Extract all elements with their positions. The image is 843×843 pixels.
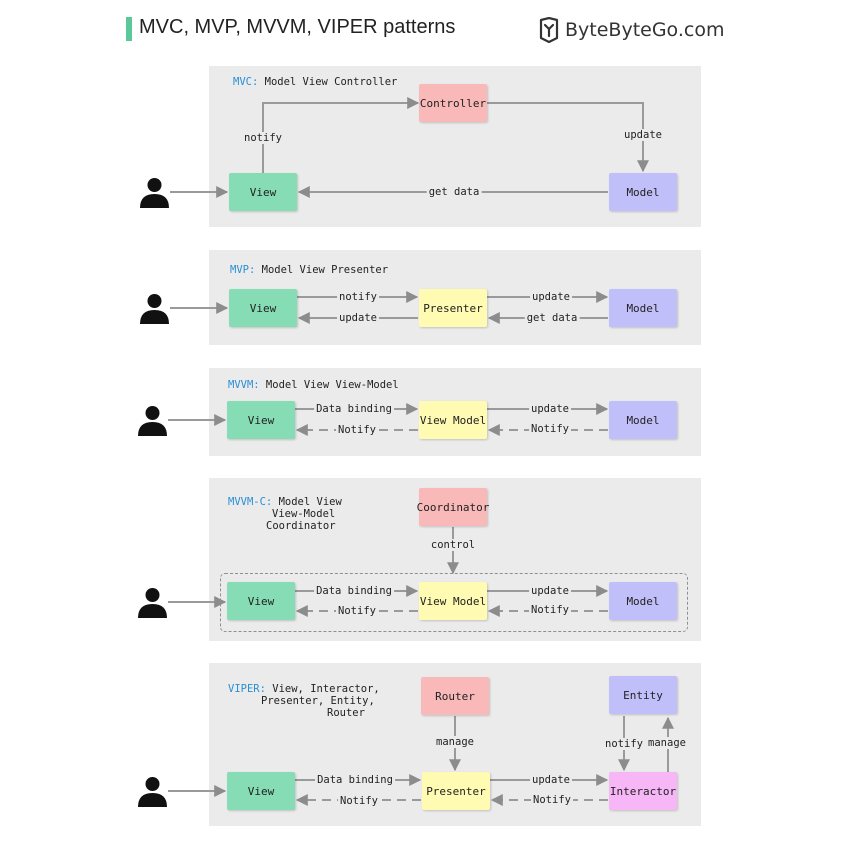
- title-accent-bar: [126, 17, 132, 41]
- mvvmc-update-label: update: [529, 585, 571, 597]
- mvvm-notify-right-label: Notify: [529, 423, 571, 435]
- mvvm-title: MVVM: Model View View-Model: [228, 379, 399, 391]
- mvc-notify-label: notify: [242, 132, 284, 144]
- mvc-get-data-label: get data: [426, 186, 482, 198]
- mvvm-view-box: View: [227, 401, 295, 439]
- mvvmc-model-box: Model: [609, 582, 677, 620]
- viper-notify-right-label: Notify: [531, 794, 573, 806]
- mvp-model-box: Model: [609, 289, 677, 327]
- viper-notify-entity-label: notify: [603, 738, 645, 750]
- viper-data-binding-label: Data binding: [315, 774, 395, 786]
- brand-name: ByteByteGo.com: [565, 19, 725, 41]
- viper-view-box: View: [227, 772, 295, 810]
- user-icon: [138, 406, 167, 436]
- mvvm-update-label: update: [529, 403, 571, 415]
- mvvmc-title-line3: Coordinator: [266, 520, 336, 532]
- page-title: MVC, MVP, MVVM, VIPER patterns: [139, 16, 456, 38]
- mvvm-notify-left-label: Notify: [336, 424, 378, 436]
- mvvmc-data-binding-label: Data binding: [314, 585, 394, 597]
- viper-title: VIPER: View, Interactor,: [228, 683, 380, 695]
- viper-manage-router-label: manage: [434, 736, 476, 748]
- mvp-title: MVP: Model View Presenter: [230, 264, 389, 276]
- viper-manage-entity-label: manage: [646, 737, 688, 749]
- mvp-get-data-label: get data: [524, 312, 580, 324]
- mvc-update-label: update: [622, 129, 664, 141]
- mvc-title: MVC: Model View Controller: [233, 76, 398, 88]
- viper-router-box: Router: [421, 677, 489, 715]
- mvvmc-notify-right-label: Notify: [529, 604, 571, 616]
- viper-update-label: update: [530, 774, 572, 786]
- user-icon: [138, 777, 167, 807]
- mvp-view-box: View: [229, 289, 297, 327]
- mvp-update-back-label: update: [337, 312, 379, 324]
- mvvmc-title: MVVM-C: Model View: [228, 496, 342, 508]
- viper-presenter-box: Presenter: [422, 772, 490, 810]
- viper-interactor-box: Interactor: [609, 772, 677, 810]
- mvp-notify-label: notify: [337, 291, 379, 303]
- mvvmc-view-box: View: [227, 582, 295, 620]
- mvvm-model-box: Model: [609, 401, 677, 439]
- user-icon: [140, 294, 169, 324]
- bytebytego-logo-icon: [539, 17, 559, 43]
- viper-title-line3: Router: [327, 707, 365, 719]
- user-icon: [138, 588, 167, 618]
- mvvm-data-binding-label: Data binding: [314, 403, 394, 415]
- mvvmc-notify-left-label: Notify: [336, 605, 378, 617]
- mvc-view-box: View: [229, 173, 297, 211]
- mvvmc-view-model-box: View Model: [419, 582, 487, 620]
- mvc-controller-box: Controller: [419, 84, 487, 122]
- mvp-presenter-box: Presenter: [419, 289, 487, 327]
- mvvmc-coordinator-box: Coordinator: [417, 488, 489, 526]
- mvc-model-box: Model: [609, 173, 677, 211]
- user-icon: [140, 178, 169, 208]
- brand-logo[interactable]: ByteByteGo.com: [538, 16, 724, 44]
- viper-title-line2: Presenter, Entity,: [261, 695, 375, 707]
- mvvm-view-model-box: View Model: [419, 401, 487, 439]
- mvp-update-label: update: [530, 291, 572, 303]
- mvvmc-control-label: control: [428, 539, 478, 551]
- viper-notify-left-label: Notify: [338, 795, 380, 807]
- mvvmc-title-line2: View-Model: [272, 508, 336, 520]
- viper-entity-box: Entity: [609, 676, 677, 714]
